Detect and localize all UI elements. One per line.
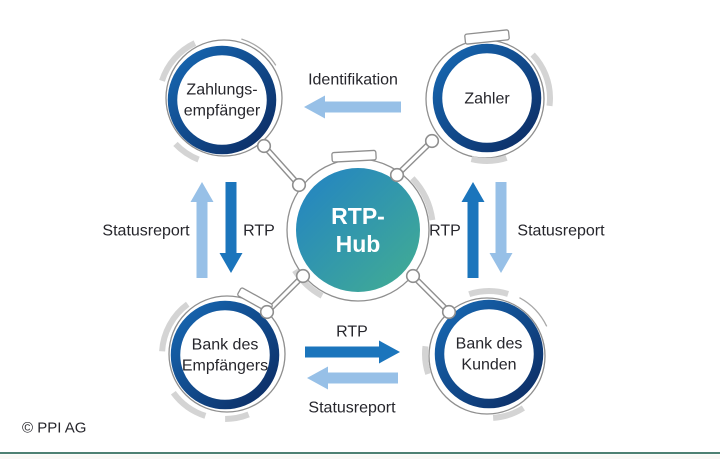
node-dot (259, 304, 275, 320)
hub-label-line2: Hub (336, 231, 381, 257)
node-dot (256, 138, 272, 154)
hub-tab (331, 149, 377, 163)
payer-bank-arc-top (423, 288, 555, 420)
rtp-arrow-up-right (461, 182, 485, 278)
copyright-text: © PPI AG (22, 420, 86, 437)
statusreport-arrow-down-right (489, 182, 513, 273)
payee-label-line1: Zahlungs- (186, 82, 257, 99)
payer-bank-label-line2: Kunden (461, 357, 516, 374)
connector-hub-payer-bank (410, 273, 452, 315)
payee-label-line2: empfänger (184, 103, 261, 120)
payee-bank-label-line2: Empfängers (182, 358, 268, 375)
left-statusreport-label: Statusreport (102, 223, 190, 240)
node-payer: Zahler (421, 29, 553, 164)
identification-arrow-left (304, 95, 401, 119)
payer-label: Zahler (464, 91, 510, 108)
statusreport-arrow-left-bottom (307, 366, 398, 390)
hub-label-line1: RTP- (331, 203, 385, 229)
right-statusreport-label: Statusreport (517, 223, 605, 240)
node-dot (424, 133, 440, 149)
payee-ring (167, 45, 277, 155)
node-payee: Zahlungs- empfänger (155, 33, 289, 167)
connector-hub-payer (394, 138, 435, 178)
bottom-rtp-label: RTP (336, 324, 368, 341)
payee-bank-label-line1: Bank des (192, 337, 259, 354)
node-payee-bank: Bank des Empfängers (158, 287, 292, 422)
left-rtp-label: RTP (243, 223, 275, 240)
payer-bank-ring (434, 299, 544, 409)
payer-bank-arc-left (422, 287, 556, 421)
node-dot (291, 177, 307, 193)
payee-bank-ring (170, 300, 280, 410)
node-dot (405, 268, 421, 284)
payer-arc-right (421, 32, 553, 164)
connector-nodes (256, 133, 457, 320)
bottom-strip (0, 454, 720, 459)
connector-hub-payee (261, 144, 302, 187)
payer-arc-bottom (421, 32, 553, 164)
node-dot (389, 167, 405, 183)
bottom-statusreport-label: Statusreport (308, 400, 396, 417)
payee-bank-outline-circle (168, 295, 286, 413)
payer-bank-outline-circle (428, 297, 546, 415)
rtp-arrow-down-left (219, 182, 243, 273)
payee-outline-circle (165, 39, 283, 157)
payer-tab (464, 29, 510, 45)
node-dot (441, 304, 457, 320)
right-rtp-label: RTP (429, 223, 461, 240)
payer-ring (432, 43, 542, 153)
node-payer-bank: Bank des Kunden (422, 287, 556, 421)
node-dot (295, 268, 311, 284)
payer-bank-label-line1: Bank des (456, 336, 523, 353)
hub-circle (296, 168, 420, 292)
rtp-arrow-right-bottom (305, 340, 400, 364)
statusreport-arrow-up-left (190, 182, 214, 278)
identification-label: Identifikation (308, 72, 398, 89)
hub: RTP- Hub (280, 149, 436, 308)
